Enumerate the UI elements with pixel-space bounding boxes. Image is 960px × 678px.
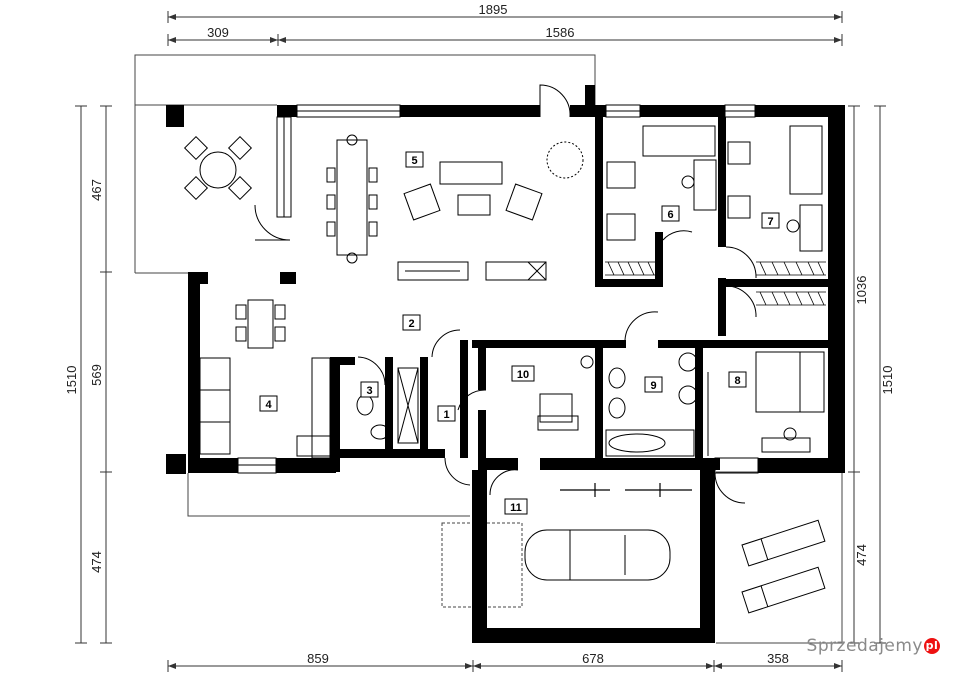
dim-bottom-right: 358: [767, 651, 789, 666]
watermark-text: Sprzedajemy: [806, 636, 923, 656]
dim-bottom-mid: 678: [582, 651, 604, 666]
room-labels: 1 2 3 4 5 6 7 8 9 10 11: [259, 151, 780, 515]
room-10: 10: [511, 365, 535, 382]
room-11-label: 11: [510, 502, 522, 514]
dimension-arrows: [168, 14, 842, 669]
room-3: 3: [360, 381, 379, 398]
terrace-outlines: [134, 54, 843, 644]
room-1: 1: [437, 405, 456, 422]
room-10-label: 10: [517, 369, 529, 381]
room-8: 8: [728, 371, 747, 388]
dim-left-bottom: 474: [89, 551, 104, 573]
dim-top-right: 1586: [546, 25, 575, 40]
room-1-label: 1: [443, 409, 449, 421]
room-9: 9: [644, 376, 663, 393]
room-2-label: 2: [408, 318, 414, 330]
room-4: 4: [259, 395, 278, 412]
furniture: [183, 125, 826, 614]
dim-left-top: 467: [89, 179, 104, 201]
room-11: 11: [504, 498, 528, 515]
room-7: 7: [761, 212, 780, 229]
watermark-badge: pl: [924, 638, 940, 654]
room-5-label: 5: [411, 155, 417, 167]
dim-right-mid: 1036: [854, 276, 869, 305]
room-9-label: 9: [650, 380, 656, 392]
room-3-label: 3: [366, 385, 372, 397]
dim-bottom-left: 859: [307, 651, 329, 666]
room-5: 5: [405, 151, 424, 168]
room-6: 6: [661, 205, 680, 222]
room-4-label: 4: [265, 399, 272, 411]
room-2: 2: [402, 314, 421, 331]
dim-top-total: 1895: [479, 2, 508, 17]
dim-right-total: 1510: [880, 366, 895, 395]
walls: [166, 85, 845, 643]
dim-right-bottom: 474: [854, 544, 869, 566]
dim-left-total: 1510: [64, 366, 79, 395]
dim-top-left: 309: [207, 25, 229, 40]
doors: [254, 84, 757, 504]
windows: [237, 104, 759, 474]
room-7-label: 7: [767, 216, 773, 228]
room-8-label: 8: [734, 375, 740, 387]
room-6-label: 6: [667, 209, 673, 221]
dim-left-mid: 569: [89, 364, 104, 386]
